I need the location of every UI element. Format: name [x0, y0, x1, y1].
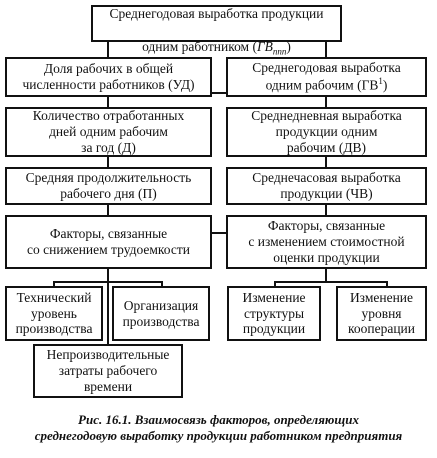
annual-output-per-worker-label: Среднегодовая выработка одним рабочим (Г… [252, 59, 401, 93]
workday-length-label: Средняя продолжительность рабочего дня (… [25, 169, 192, 201]
connector-line [161, 281, 163, 287]
connector-line [107, 40, 109, 58]
cooperation-level-change-label: Изменение уровня кооперации [347, 289, 415, 337]
hourly-output-label: Среднечасовая выработка продукции (ЧВ) [252, 169, 401, 201]
production-organization-box: Организация производства [112, 286, 210, 341]
annual-output-per-employee-box: Среднегодовая выработка продукции одним … [91, 5, 342, 57]
technical-level-box: Технический уровень производства [5, 286, 103, 341]
connector-line [107, 96, 109, 108]
labor-intensity-factors-label: Факторы, связанные со снижением трудоемк… [27, 225, 190, 257]
annual-output-per-employee-label: Среднегодовая выработка продукции одним … [109, 5, 324, 57]
share-of-workers-label: Доля рабочих в общей численности работни… [22, 60, 195, 92]
caption-line-1: Рис. 16.1. Взаимосвязь факторов, определ… [78, 412, 359, 427]
connector-line [212, 92, 226, 94]
figure-caption: Рис. 16.1. Взаимосвязь факторов, определ… [0, 412, 437, 445]
connector-line [325, 40, 327, 58]
connector-line [325, 96, 327, 108]
days-worked-box: Количество отработанных дней одним рабоч… [5, 107, 212, 157]
product-structure-change-label: Изменение структуры продукции [242, 289, 306, 337]
labor-intensity-factors-box: Факторы, связанные со снижением трудоемк… [5, 215, 212, 269]
unproductive-time-box: Непроизводительные затраты рабочего врем… [33, 344, 183, 398]
connector-line [274, 281, 276, 287]
connector-line [107, 204, 109, 216]
connector-line [107, 156, 109, 168]
connector-line [386, 281, 388, 287]
cost-valuation-factors-box: Факторы, связанные с изменением стоимост… [226, 215, 427, 269]
days-worked-label: Количество отработанных дней одним рабоч… [32, 108, 185, 155]
daily-output-label: Среднедневная выработка продукции одним … [251, 108, 402, 155]
caption-line-2: среднегодовую выработку продукции работн… [34, 428, 403, 444]
product-structure-change-box: Изменение структуры продукции [227, 286, 321, 341]
share-of-workers-box: Доля рабочих в общей численности работни… [5, 57, 212, 97]
connector-line [274, 281, 388, 283]
connector-line [325, 156, 327, 168]
hourly-output-box: Среднечасовая выработка продукции (ЧВ) [226, 167, 427, 205]
connector-line [325, 268, 327, 282]
annual-output-per-worker-box: Среднегодовая выработка одним рабочим (Г… [226, 57, 427, 97]
connector-line [53, 281, 55, 287]
cost-valuation-factors-label: Факторы, связанные с изменением стоимост… [248, 218, 405, 265]
production-organization-label: Организация производства [122, 297, 200, 329]
connector-line [107, 268, 109, 282]
connector-line [107, 281, 109, 345]
workday-length-box: Средняя продолжительность рабочего дня (… [5, 167, 212, 205]
connector-line [325, 204, 327, 216]
cooperation-level-change-box: Изменение уровня кооперации [336, 286, 427, 341]
unproductive-time-label: Непроизводительные затраты рабочего врем… [46, 347, 170, 394]
technical-level-label: Технический уровень производства [15, 289, 93, 337]
daily-output-box: Среднедневная выработка продукции одним … [226, 107, 427, 157]
connector-line [212, 232, 226, 234]
